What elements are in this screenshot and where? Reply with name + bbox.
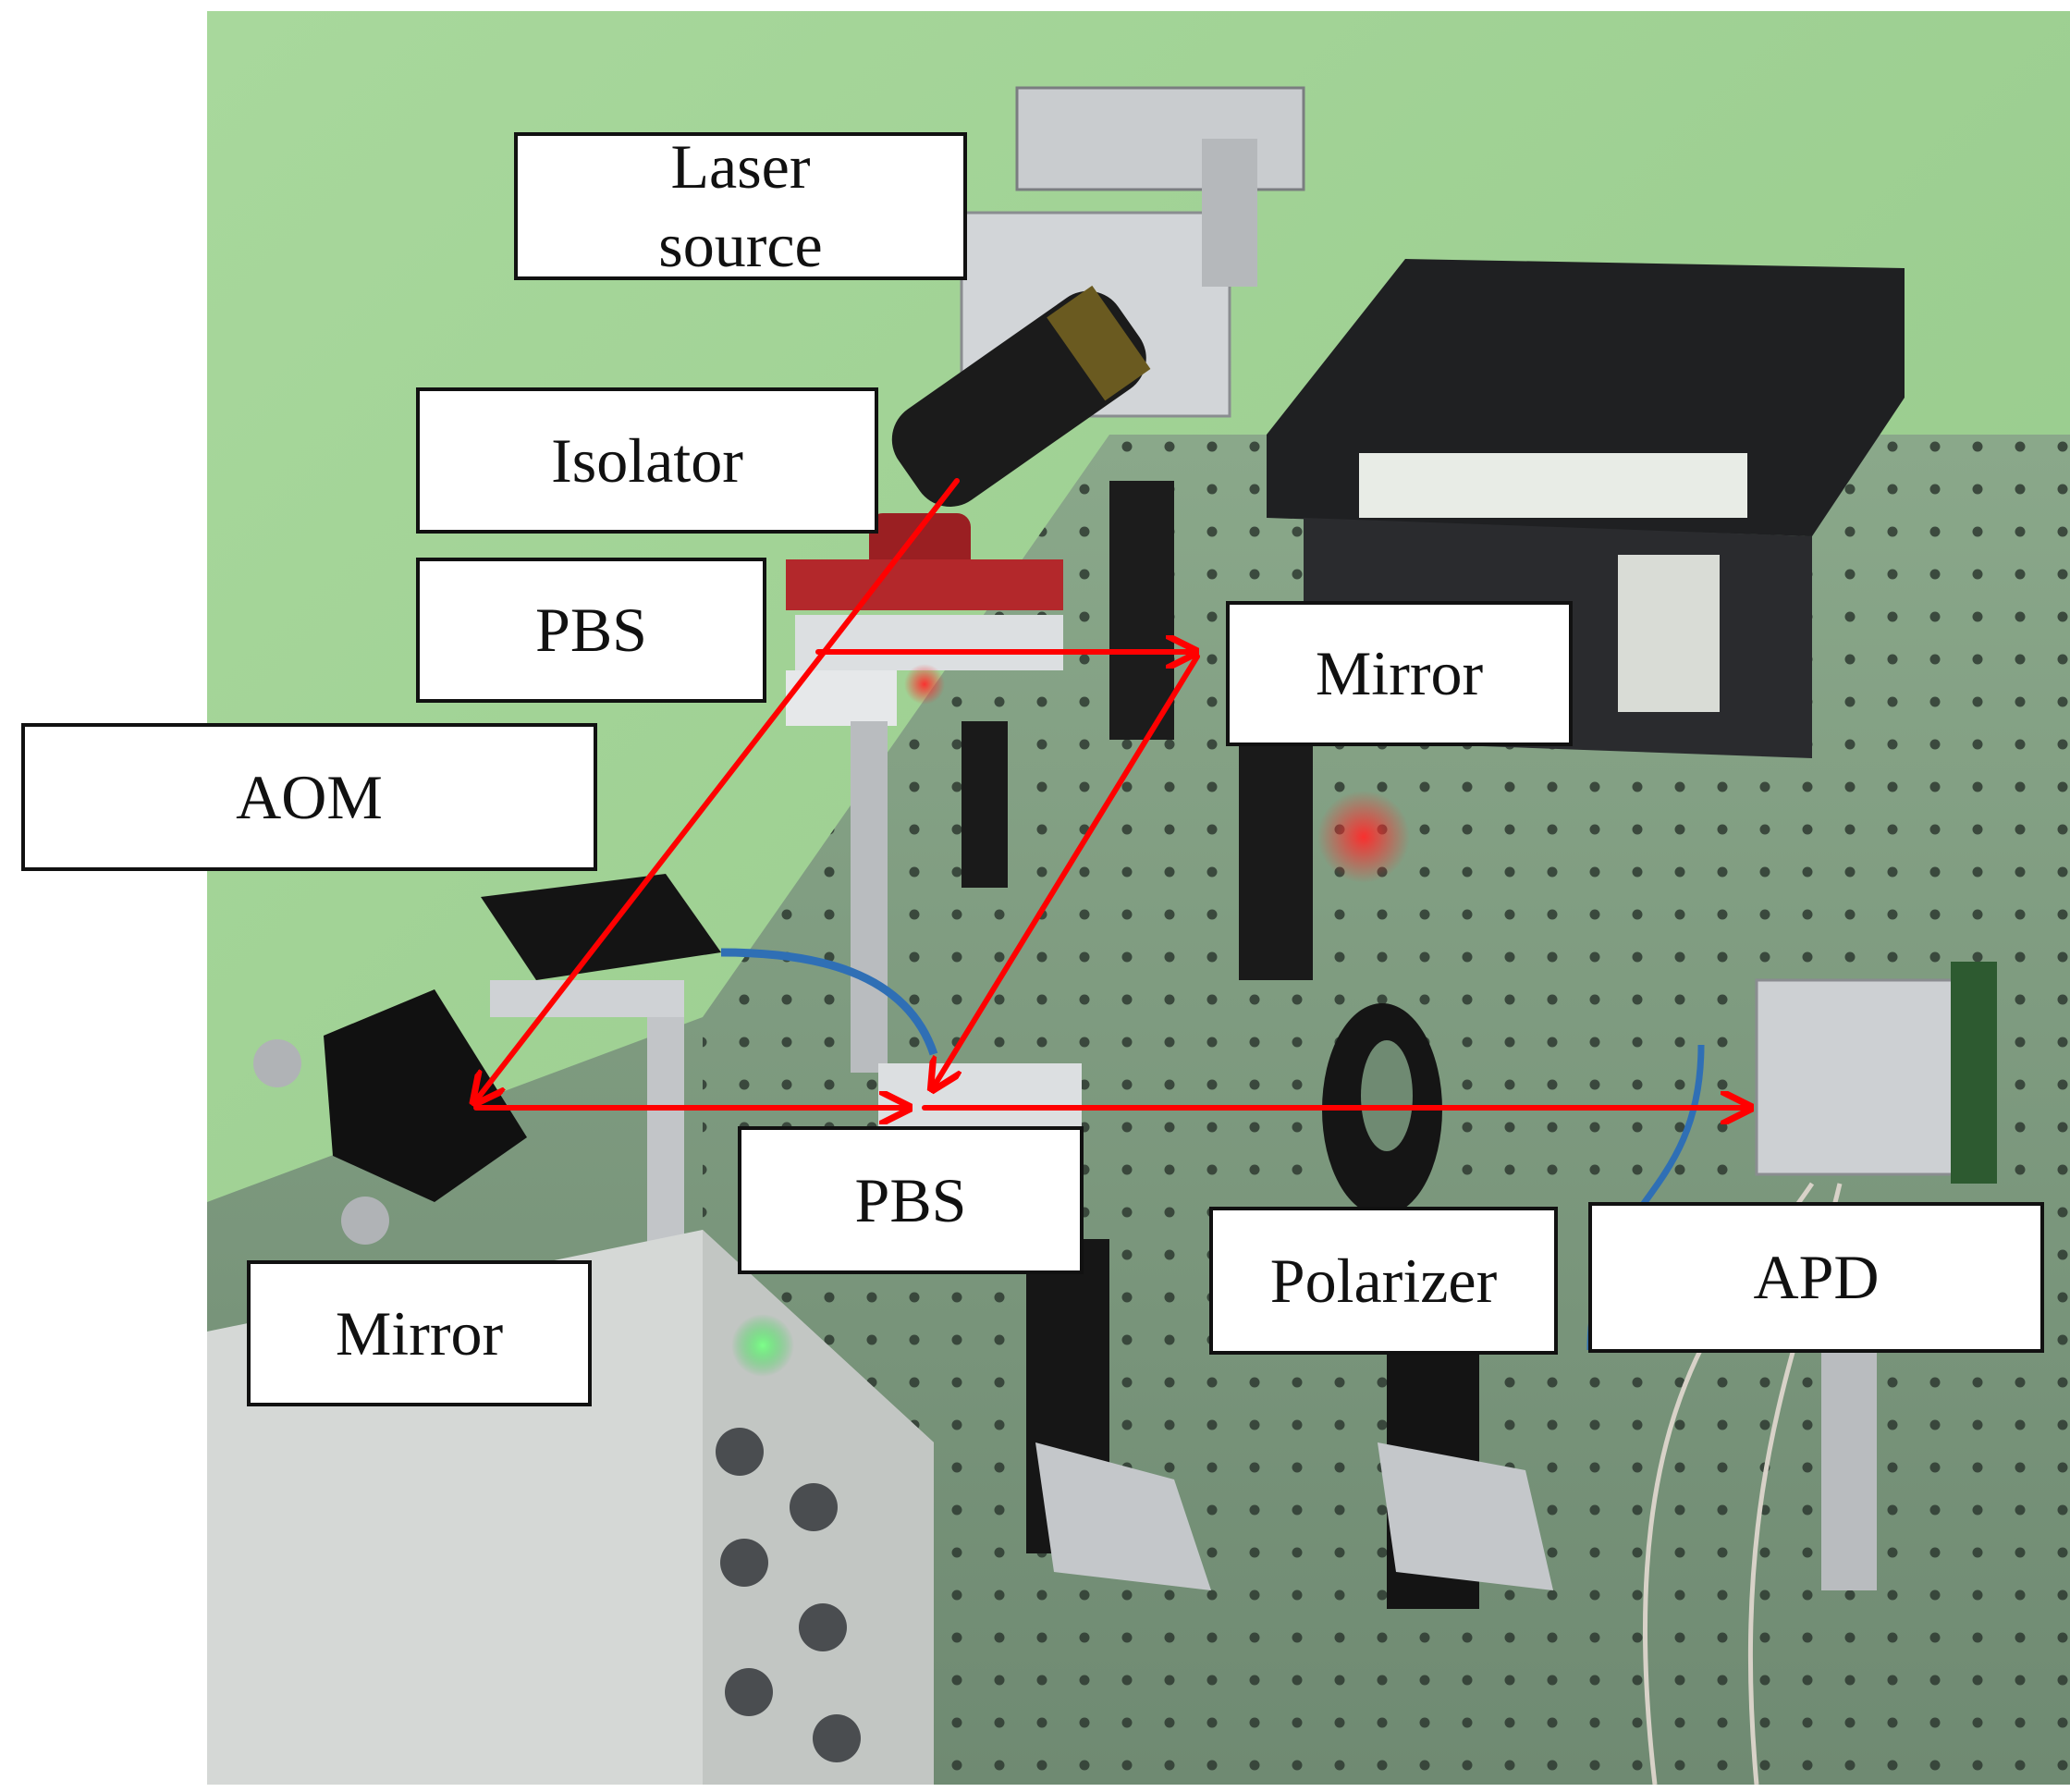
polarizer-component (1322, 1003, 1553, 1609)
label-aom: AOM (21, 723, 597, 871)
label-pbs-top: PBS (416, 558, 766, 703)
beam-mirror-top-to-pbs-bottom (934, 654, 1200, 1086)
beam-path (476, 478, 1747, 1108)
label-pbs-bottom: PBS (738, 1126, 1084, 1274)
aom-component (481, 874, 938, 1258)
label-mirror-top: Mirror (1226, 601, 1573, 746)
pbs-bottom-component (878, 1063, 1211, 1590)
label-apd: APD (1588, 1202, 2044, 1353)
beam-isolator-to-mirror-bottom (476, 478, 960, 1100)
label-polarizer: Polarizer (1209, 1207, 1558, 1355)
mirror-bottom-component (253, 989, 527, 1245)
label-mirror-bottom: Mirror (247, 1260, 592, 1406)
isolator (786, 513, 1063, 610)
label-laser-source: Laser source (514, 131, 967, 280)
laser-source (891, 86, 1305, 508)
label-isolator: Isolator (416, 387, 878, 534)
apd-component (1586, 962, 1997, 1786)
pbs-top-component (786, 615, 1063, 1073)
